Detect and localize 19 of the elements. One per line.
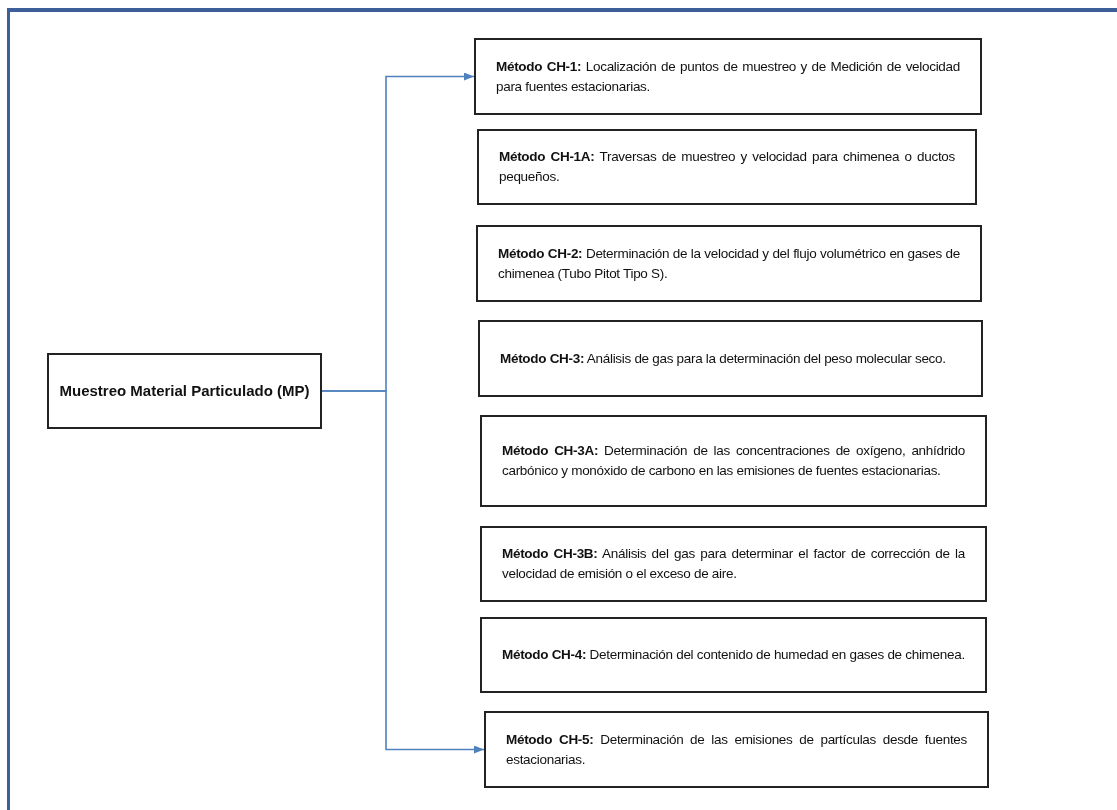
process-box: [474, 38, 982, 115]
process-box: [47, 353, 322, 429]
process-box: [480, 617, 987, 693]
process-box: [480, 526, 987, 602]
method-description: Método CH-3A: Determinación de las concentraciones de oxígeno, anhídrido carbónico y monóxido de carbono en las emisiones de fuentes estacionarias.: [502, 442, 965, 480]
process-box: [476, 225, 982, 302]
process-box: [478, 320, 983, 397]
process-box: [480, 415, 987, 507]
arrow: [321, 390, 485, 754]
process-box: [477, 129, 977, 205]
method-description: Método CH-2: Determinación de la velocidad y del flujo volumétrico en gases de chimenea (Tubo Pitot Tipo S).: [498, 244, 960, 283]
box-title: Muestreo Material Particulado (MP): [59, 380, 310, 401]
method-description: Método CH-1A: Traversas de muestreo y velocidad para chimenea o ductos pequeños.: [499, 148, 955, 186]
method-description: Método CH-3: Análisis de gas para la determinación del peso molecular seco.: [500, 349, 947, 368]
method-description: Método CH-3B: Análisis del gas para determinar el factor de corrección de la velocidad de emisión o el exceso de aire.: [502, 545, 965, 583]
method-description: Método CH-5: Determinación de las emisiones de partículas desde fuentes estacionarias.: [506, 730, 967, 769]
method-description: Método CH-1: Localización de puntos de muestreo y de Medición de velocidad para fuentes estacionarias.: [496, 57, 960, 96]
method-description: Método CH-4: Determinación del contenido de humedad en gases de chimenea.: [502, 646, 965, 665]
process-box: [484, 711, 989, 788]
